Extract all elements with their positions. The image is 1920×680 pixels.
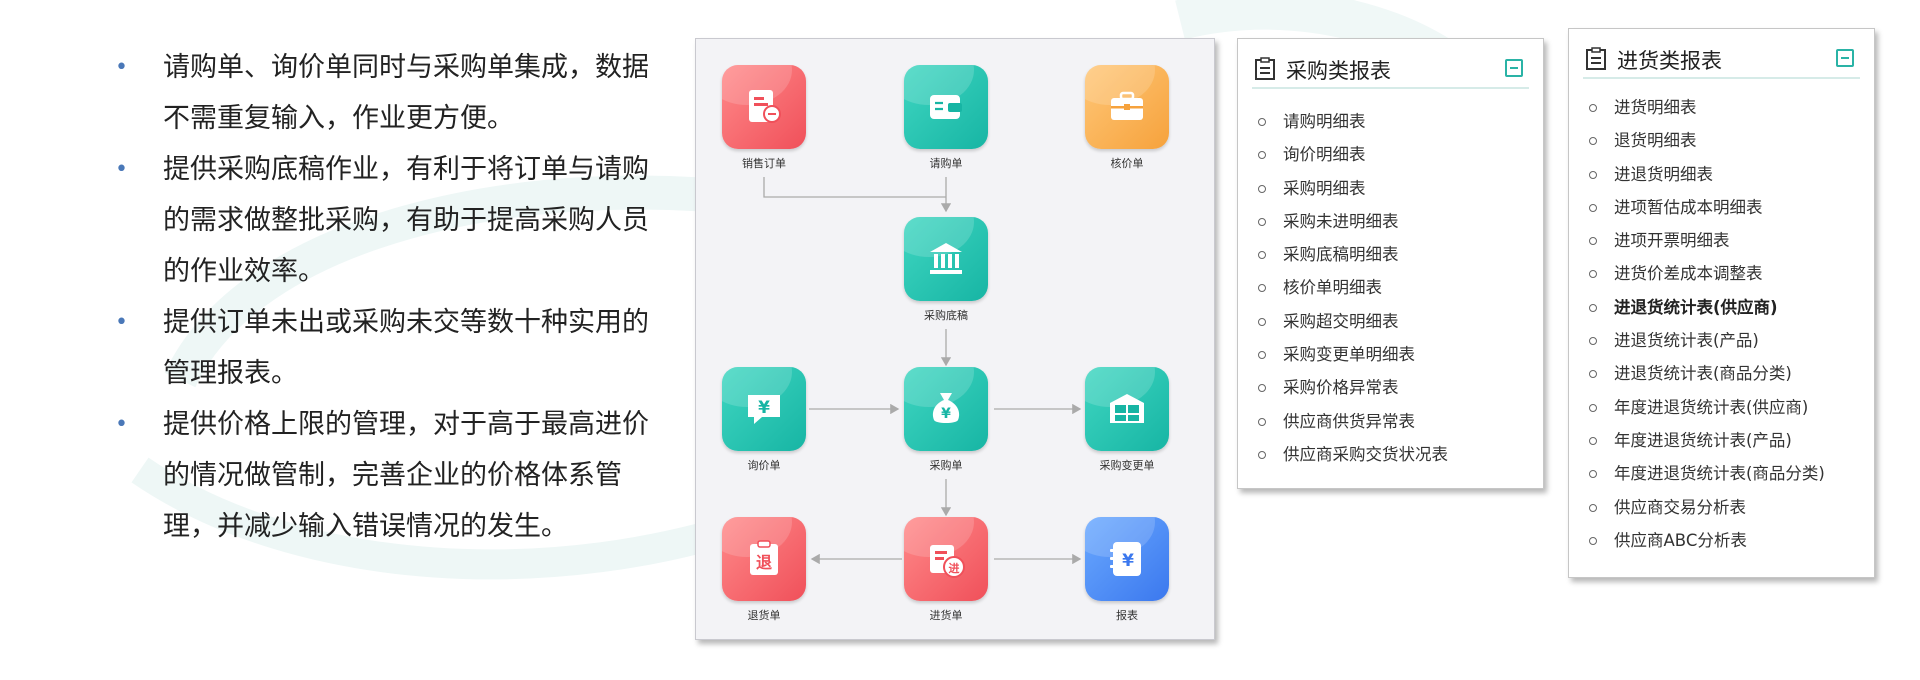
report-link[interactable]: 年度进退货统计表(供应商) [1589,391,1825,424]
bullet-dot-icon: • [115,157,128,182]
bullet-dot-icon: • [115,310,128,335]
report-link[interactable]: 进退货明细表 [1589,158,1825,191]
report-link-highlighted[interactable]: 进退货统计表(供应商) [1589,291,1825,324]
flow-node-report[interactable]: ¥ 报表 [1067,517,1187,623]
report-link[interactable]: 采购超交明细表 [1258,305,1448,338]
purchase-reports-panel: 采购类报表 请购明细表 询价明细表 采购明细表 采购未进明细表 采购底稿明细表 … [1237,38,1544,489]
flow-node-purchase-change[interactable]: 采购变更单 [1067,367,1187,473]
flow-node-purchase-order[interactable]: ¥ 采购单 [886,367,1006,473]
report-link[interactable]: 供应商交易分析表 [1589,491,1825,524]
report-link[interactable]: 年度进退货统计表(商品分类) [1589,457,1825,490]
report-link[interactable]: 供应商ABC分析表 [1589,524,1825,557]
report-link[interactable]: 进货价差成本调整表 [1589,257,1825,290]
bullet-dot-icon: • [115,412,128,437]
svg-text:进: 进 [949,561,960,575]
svg-text:¥: ¥ [941,406,951,422]
report-link[interactable]: 采购未进明细表 [1258,205,1448,238]
collapse-button[interactable] [1836,49,1854,67]
report-link[interactable]: 进退货统计表(产品) [1589,324,1825,357]
flow-node-purchase-draft[interactable]: 采购底稿 [886,217,1006,323]
bank-icon [904,217,988,301]
report-link[interactable]: 采购变更单明细表 [1258,338,1448,371]
flow-node-receipt[interactable]: 进 进货单 [886,517,1006,623]
report-link[interactable]: 进退货统计表(商品分类) [1589,357,1825,390]
receipt-in-icon: 进 [904,517,988,601]
sales-order-icon [722,65,806,149]
report-link[interactable]: 采购明细表 [1258,172,1448,205]
report-link[interactable]: 供应商采购交货状况表 [1258,438,1448,471]
report-link[interactable]: 采购价格异常表 [1258,371,1448,404]
report-link[interactable]: 进项暂估成本明细表 [1589,191,1825,224]
report-link[interactable]: 核价单明细表 [1258,271,1448,304]
report-link[interactable]: 年度进退货统计表(产品) [1589,424,1825,457]
report-link[interactable]: 请购明细表 [1258,105,1448,138]
warehouse-icon [1085,367,1169,451]
flow-node-return[interactable]: 退 退货单 [704,517,824,623]
svg-text:¥: ¥ [758,398,770,418]
flow-node-sales-order[interactable]: 销售订单 [704,65,824,171]
briefcase-icon [1085,65,1169,149]
report-link[interactable]: 采购底稿明细表 [1258,238,1448,271]
report-link[interactable]: 进项开票明细表 [1589,224,1825,257]
document-icon [1586,47,1606,70]
feature-bullet: •提供采购底稿作业，有利于将订单与请购的需求做整批采购，有助于提高采购人员的作业… [115,144,655,297]
panel-title: 采购类报表 [1286,59,1391,83]
flow-node-requisition[interactable]: 请购单 [886,65,1006,171]
flow-node-price-check[interactable]: 核价单 [1067,65,1187,171]
report-list: 进货明细表 退货明细表 进退货明细表 进项暂估成本明细表 进项开票明细表 进货价… [1589,91,1825,557]
panel-header: 进货类报表 [1583,43,1860,79]
document-icon [1255,57,1275,80]
return-doc-icon: 退 [722,517,806,601]
report-link[interactable]: 退货明细表 [1589,124,1825,157]
money-bag-icon: ¥ [904,367,988,451]
report-link[interactable]: 供应商供货异常表 [1258,405,1448,438]
feature-bullet: •提供价格上限的管理，对于高于最高进价的情况做管制，完善企业的价格体系管理，并减… [115,399,655,552]
report-list: 请购明细表 询价明细表 采购明细表 采购未进明细表 采购底稿明细表 核价单明细表… [1258,105,1448,471]
svg-text:退: 退 [756,553,772,572]
panel-header: 采购类报表 [1252,53,1529,89]
feature-bullet-list: •请购单、询价单同时与采购单集成，数据不需重复输入，作业更方便。 •提供采购底稿… [115,42,655,552]
purchase-flow-diagram: 销售订单 请购单 核价单 [695,38,1215,640]
feature-bullet: •请购单、询价单同时与采购单集成，数据不需重复输入，作业更方便。 [115,42,655,144]
collapse-button[interactable] [1505,59,1523,77]
panel-title: 进货类报表 [1617,49,1722,73]
flow-node-inquiry[interactable]: ¥ 询价单 [704,367,824,473]
wallet-icon [904,65,988,149]
report-link[interactable]: 进货明细表 [1589,91,1825,124]
flow-connectors [763,177,1082,565]
report-link[interactable]: 询价明细表 [1258,138,1448,171]
yen-chat-icon: ¥ [722,367,806,451]
svg-text:¥: ¥ [1122,551,1134,571]
bullet-dot-icon: • [115,55,128,80]
feature-bullet: •提供订单未出或采购未交等数十种实用的管理报表。 [115,297,655,399]
yen-book-icon: ¥ [1085,517,1169,601]
receiving-reports-panel: 进货类报表 进货明细表 退货明细表 进退货明细表 进项暂估成本明细表 进项开票明… [1568,28,1875,578]
